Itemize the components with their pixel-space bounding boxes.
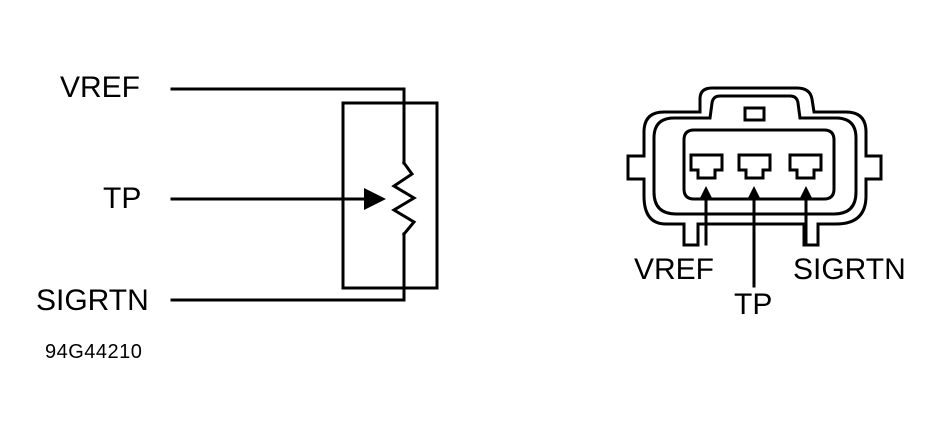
pointer-tp-arrowhead — [747, 186, 761, 200]
schematic-label-tp: TP — [103, 182, 142, 215]
resistor-element — [391, 160, 417, 237]
connector-label-tp: TP — [734, 288, 773, 321]
connector-inner-rim — [652, 94, 858, 216]
tp-wiper-arrow — [364, 188, 386, 210]
terminal-sigrtn — [788, 153, 823, 180]
vref-wire — [170, 87, 406, 165]
figure-code: 94G44210 — [45, 341, 143, 363]
connector-latch — [743, 106, 766, 122]
connector-outer-shell — [626, 86, 883, 247]
sensor-housing-box — [341, 101, 439, 290]
schematic-label-sigrtn: SIGRTN — [36, 284, 149, 317]
connector-cavity — [682, 128, 836, 201]
sensor-schematic — [170, 87, 439, 302]
connector-face — [626, 86, 883, 288]
pointer-sigrtn-arrowhead — [799, 186, 813, 200]
connector-label-sigrtn: SIGRTN — [793, 253, 906, 286]
terminal-vref — [689, 153, 724, 180]
pointer-vref-arrowhead — [699, 186, 713, 200]
schematic-label-vref: VREF — [60, 71, 141, 104]
sigrtn-wire — [170, 232, 406, 302]
terminal-tp — [737, 153, 772, 180]
connector-label-vref: VREF — [634, 253, 715, 286]
